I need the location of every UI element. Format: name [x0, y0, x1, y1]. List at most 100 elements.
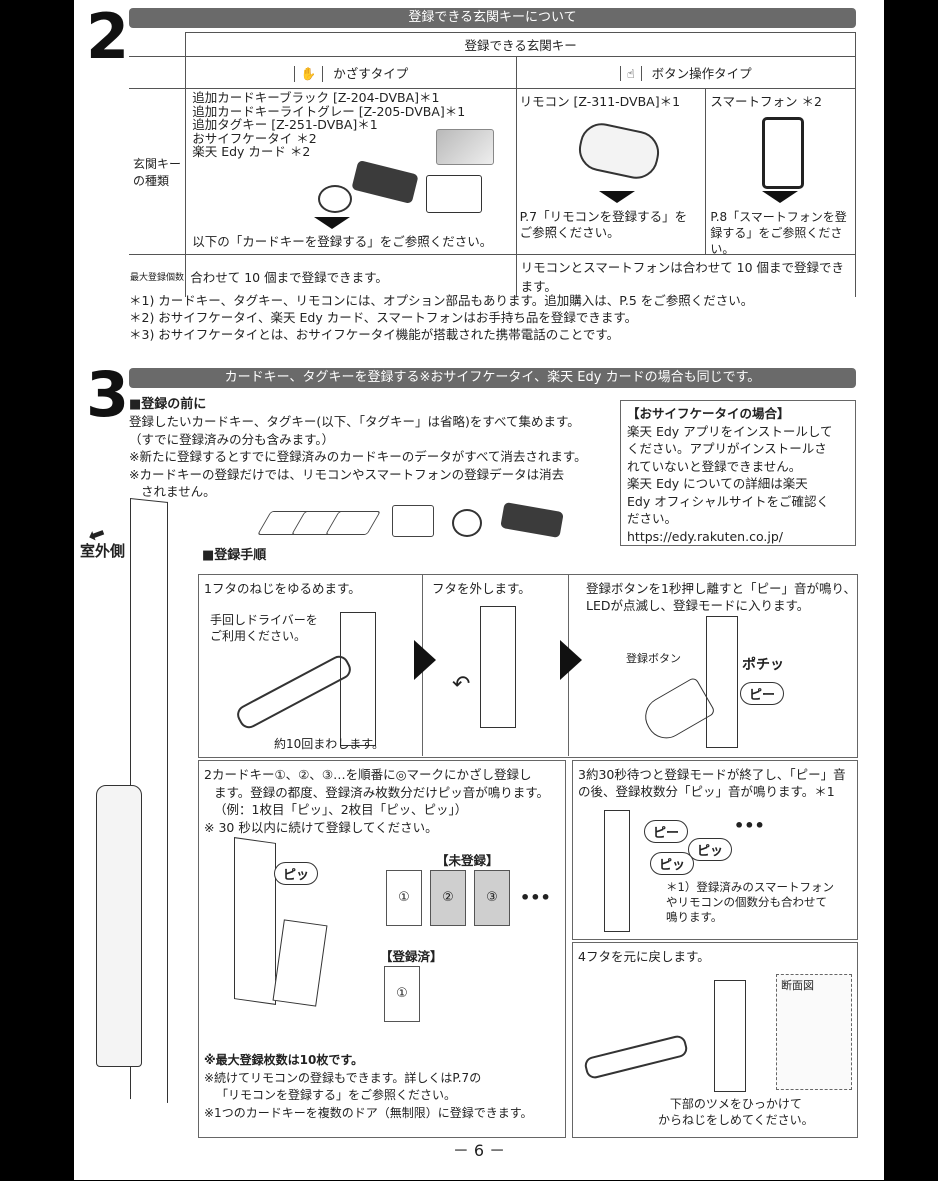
page-number: － 6 － [452, 1141, 506, 1160]
outside-label: 室外側 [80, 542, 126, 560]
osaifu-line: 楽天 Edy アプリをインストールして [627, 423, 833, 439]
section-2-title: 登録できる玄関キーについて [129, 8, 856, 28]
unregistered-card: ② [430, 870, 466, 926]
kazasu-item: 追加カードキーブラック [Z-204-DVBA]＊1 [192, 90, 440, 105]
keys-to-gather-illustration [257, 501, 584, 545]
pi-bubble: ピッ [274, 862, 319, 885]
edy-card-illustration [426, 175, 483, 213]
unregistered-card: ① [386, 870, 422, 926]
section-view-label: 断面図 [781, 979, 814, 992]
pi-bubble-1: ピッ [688, 838, 733, 861]
max-button: リモコンとスマートフォンは合わせて 10 個まで登録できます。 [515, 254, 857, 297]
col-kazasu: ✋かざすタイプ [185, 56, 517, 89]
more-cards-dots: ••• [520, 888, 551, 907]
step-1-caption: 約10回まわします。 [274, 737, 385, 751]
tag-key-illustration [318, 185, 353, 213]
step-4-panel [572, 942, 858, 1138]
down-arrow-icon [598, 191, 635, 203]
smartphone-illustration [762, 117, 805, 189]
row-label-key-type: 玄関キー の種類 [129, 88, 187, 255]
section-3-title: カードキー、タグキーを登録する※おサイフケータイ、楽天 Edy カードの場合も同… [129, 368, 856, 388]
lock-side-illustration [604, 810, 630, 932]
section-2-number: 2 [86, 0, 130, 73]
before-text: 登録したいカードキー、タグキー(以下、「タグキー」は省略)をすべて集めます。 （… [129, 414, 587, 499]
kazasu-item: おサイフケータイ ＊2 [192, 130, 317, 146]
before-heading: ■登録の前に [129, 397, 207, 412]
step-1-sub: 手回しドライバーを ご利用ください。 [210, 613, 318, 643]
smartphone-name: スマートフォン ＊2 [710, 94, 822, 109]
step-3-text: 3約30秒待つと登録モードが終了し、「ピー」音 の後、登録枚数分「ピッ」音が鳴り… [578, 767, 846, 799]
osaifu-line: 楽天 Edy についての詳細は楽天 [627, 476, 808, 491]
down-arrow-icon [314, 217, 351, 229]
osaifu-line: ださい。 [627, 511, 678, 526]
osaifu-line: ください。アプリがインストールさ [627, 441, 827, 456]
smartphone-cell: スマートフォン ＊2 P.8「スマートフォンを登録する」をご参照ください。 [705, 88, 856, 256]
pochi-sound: ポチッ [742, 657, 784, 673]
kazasu-item: 追加タグキー [Z-251-DVBA]＊1 [192, 117, 378, 132]
smartphone-ref: P.8「スマートフォンを登録する」をご参照ください。 [710, 210, 847, 256]
step-3-note: ＊1）登録済みのスマートフォン やリモコンの個数分も合わせて 鳴ります。 [666, 880, 834, 924]
registered-label: 【登録済】 [380, 949, 443, 964]
next-arrow-icon [414, 640, 436, 680]
hand-card-icon: ✋ [293, 66, 324, 82]
remocon-illustration [574, 119, 663, 183]
note-2: ＊2) おサイフケータイ、楽天 Edy カード、スマートフォンはお手持ち品を登録… [129, 310, 638, 325]
row-label-max: 最大登録個数 [129, 254, 187, 297]
osaifu-line: Edy オフィシャルサイトをご確認く [627, 493, 829, 509]
step-4-caption: 下部のツメをひっかけて からねじをしめてください。 [658, 1097, 814, 1127]
down-arrow-icon [762, 191, 799, 203]
unregistered-label: 【未登録】 [436, 853, 499, 868]
lock-cover-illustration [340, 612, 376, 746]
step-1-panel [198, 574, 858, 758]
kazasu-item: 楽天 Edy カード ＊2 [192, 144, 311, 159]
finger-press-icon: ☝ [619, 66, 642, 81]
osaifu-line: れていないと登録できません。 [627, 458, 802, 474]
step-2-text: 2カードキー①、②、③…を順番に◎マークにかざし登録し ます。登録の都度、登録済… [204, 767, 550, 835]
step-3-panel [572, 760, 858, 940]
osaifu-info-box: 【おサイフケータイの場合】 楽天 Edy アプリをインストールしてください。アプ… [620, 400, 856, 546]
remocon-cell: リモコン [Z-311-DVBA]＊1 P.7「リモコンを登録する」をご参照くだ… [515, 88, 707, 255]
manual-page: 2 登録できる玄関キーについて 登録できる玄関キー ✋かざすタイプ ☝ボタン操作… [74, 0, 884, 1180]
procedure-heading: ■登録手順 [202, 548, 267, 563]
dots: ••• [734, 816, 765, 835]
remocon-ref: P.7「リモコンを登録する」をご参照ください。 [519, 209, 688, 240]
door-handle-illustration [96, 785, 142, 1067]
lock-body-illustration [234, 837, 276, 1005]
register-panel-illustration [706, 616, 738, 748]
lock-cover-illustration [714, 980, 746, 1092]
remocon-name: リモコン [Z-311-DVBA]＊1 [519, 94, 681, 109]
step-1b-text: フタを外します。 [432, 581, 531, 596]
next-arrow-icon [560, 640, 582, 680]
step-4-text: 4フタを元に戻します。 [578, 949, 710, 964]
step-1c-text: 登録ボタンを1秒押し離すと「ピー」音が鳴り、 LEDが点滅し、登録モードに入りま… [586, 581, 856, 613]
note-3: ＊3) おサイフケータイとは、おサイフケータイ機能が搭載された携帯電話のことです… [129, 327, 620, 342]
bottom-strip [0, 1181, 938, 1200]
curved-arrow-icon: ↶ [452, 672, 471, 697]
pi-sound-bubble: ピー [740, 682, 785, 705]
registrable-keys-table: 登録できる玄関キー ✋かざすタイプ ☝ボタン操作タイプ 玄関キー の種類 追加カ… [129, 32, 857, 297]
section-3-number: 3 [86, 358, 130, 431]
osaifu-line: https://edy.rakuten.co.jp/ [627, 528, 783, 544]
pi-long-bubble: ピー [644, 820, 689, 843]
register-button-label: 登録ボタン [626, 652, 681, 665]
section-2-notes: ＊1) カードキー、タグキー、リモコンには、オプション部品もあります。追加購入は… [129, 292, 869, 343]
unregistered-card: ③ [474, 870, 510, 926]
registered-card: ① [384, 966, 420, 1022]
max-kazasu: 合わせて 10 個まで登録できます。 [185, 254, 517, 297]
kazasu-ref: 以下の「カードキーを登録する」をご参照ください。 [192, 234, 493, 249]
note-1: ＊1) カードキー、タグキー、リモコンには、オプション部品もあります。追加購入は… [129, 293, 754, 308]
pi-bubble-2: ピッ [650, 852, 695, 875]
table-header: 登録できる玄関キー [185, 32, 856, 57]
kazasu-item: 追加カードキーライトグレー [Z-205-DVBA]＊1 [192, 103, 466, 119]
cover-removed-illustration [480, 606, 516, 728]
step-2-panel [198, 760, 566, 1138]
osaifu-phone-illustration [351, 159, 419, 205]
step-2-notes: ※最大登録枚数は10枚です。 ※続けてリモコンの登録もできます。詳しくはP.7の… [204, 1053, 533, 1120]
card-key-illustration [436, 129, 495, 165]
step-1-text: 1フタのねじをゆるめます。 [204, 581, 361, 596]
col-button: ☝ボタン操作タイプ [515, 56, 857, 89]
section-view: 断面図 [776, 974, 852, 1090]
